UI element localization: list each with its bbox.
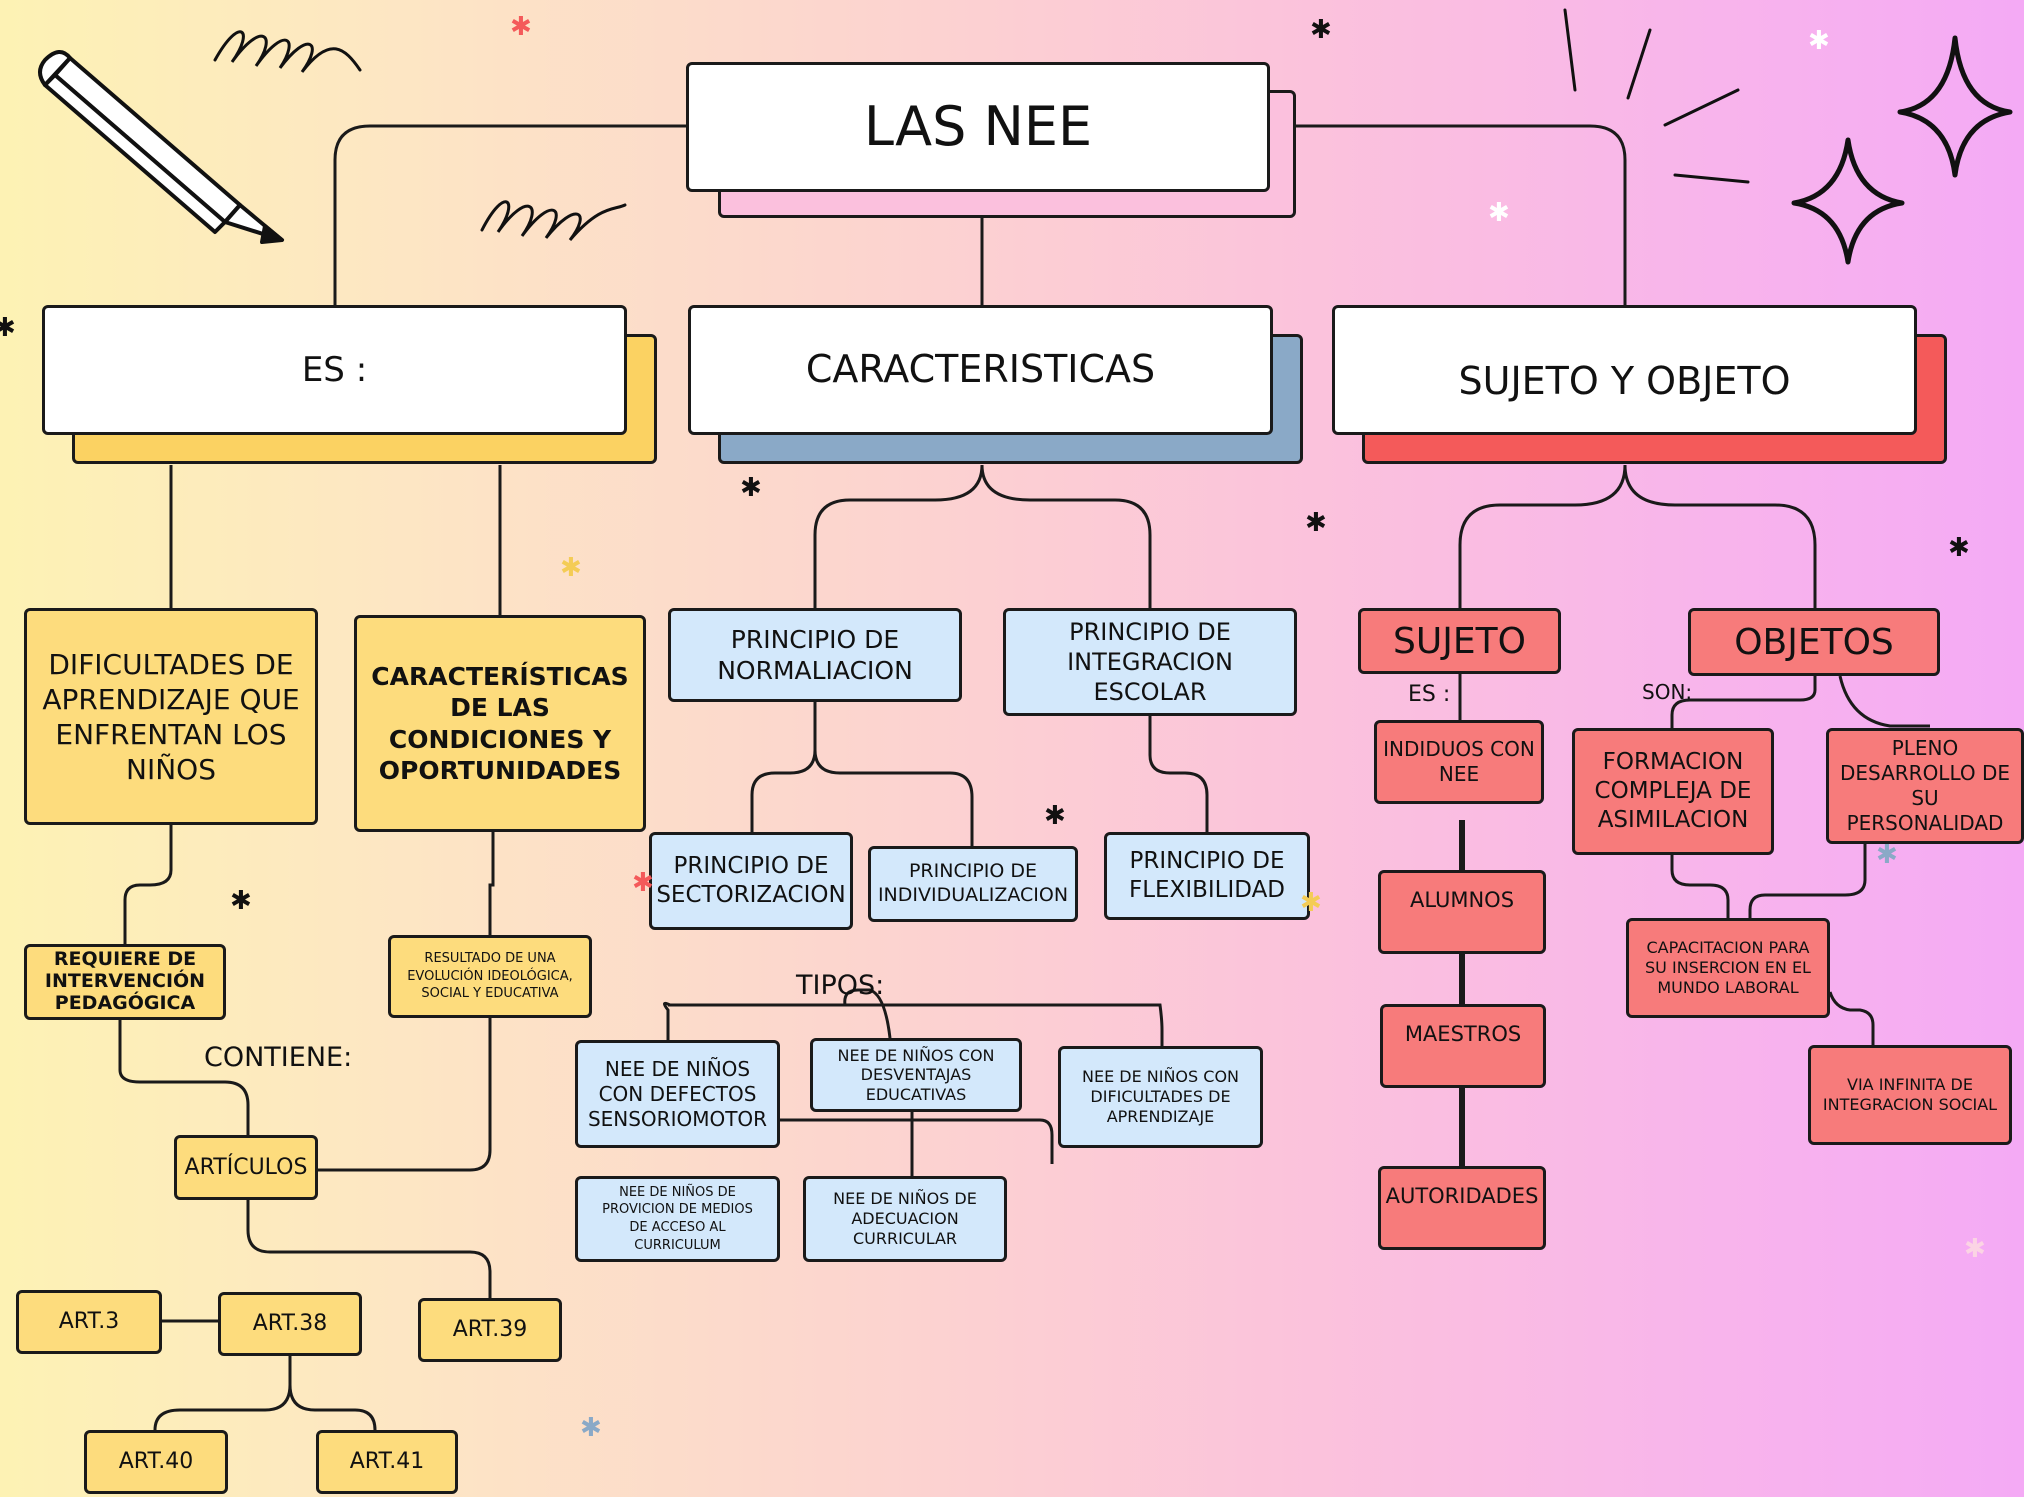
autoridades-text: AUTORIDADES	[1385, 1183, 1539, 1208]
star-icon: ✱	[1305, 508, 1327, 538]
star-icon: ✱	[560, 553, 582, 583]
star-icon: ✱	[740, 473, 762, 503]
caracteristicas-box: CARACTERISTICAS	[688, 305, 1273, 435]
es-label: ES :	[301, 349, 368, 390]
art3-box: ART.3	[16, 1290, 162, 1354]
star-icon: ✱	[1876, 840, 1898, 870]
defectos-text: NEE DE NIÑOS CON DEFECTOS SENSORIOMOTOR	[587, 1056, 768, 1131]
integracion-text: PRINCIPIO DE INTEGRACION ESCOLAR	[1067, 618, 1233, 706]
condiciones-text: CARACTERÍSTICAS DE LAS CONDICIONES Y OPO…	[371, 662, 629, 785]
star-icon: ✱	[1808, 26, 1830, 56]
integracion-box: PRINCIPIO DE INTEGRACION ESCOLAR	[1003, 608, 1297, 716]
pleno-box: PLENO DESARROLLO DE SU PERSONALIDAD	[1826, 728, 2024, 844]
art41-box: ART.41	[316, 1430, 458, 1494]
star-icon: ✱	[230, 886, 252, 916]
star-icon: ✱	[1310, 15, 1332, 45]
star-icon: ✱	[510, 12, 532, 42]
flexibilidad-text: PRINCIPIO DE FLEXIBILIDAD	[1128, 848, 1286, 903]
formacion-text: FORMACION COMPLEJA DE ASIMILACION	[1594, 749, 1752, 833]
dificultades-text: DIFICULTADES DE APRENDIZAJE QUE ENFRENTA…	[42, 647, 300, 786]
art40-box: ART.40	[84, 1430, 228, 1494]
flexibilidad-box: PRINCIPIO DE FLEXIBILIDAD	[1104, 832, 1310, 920]
art38-box: ART.38	[218, 1292, 362, 1356]
star-icon: ✱	[1964, 1234, 1986, 1264]
pencil-illustration	[38, 50, 284, 244]
sujeto-box: SUJETO	[1358, 608, 1561, 674]
individualizacion-text: PRINCIPIO DE INDIVIDUALIZACION	[877, 860, 1069, 906]
articulos-box: ARTÍCULOS	[174, 1135, 318, 1200]
normalizacion-box: PRINCIPIO DE NORMALIACION	[668, 608, 962, 702]
provicion-text: NEE DE NIÑOS DE PROVICION DE MEDIOS DE A…	[602, 1184, 753, 1253]
defectos-box: NEE DE NIÑOS CON DEFECTOS SENSORIOMOTOR	[575, 1040, 780, 1148]
art40-text: ART.40	[118, 1449, 194, 1475]
adecuacion-text: NEE DE NIÑOS DE ADECUACION CURRICULAR	[833, 1189, 977, 1248]
tipos-label: TIPOS:	[796, 970, 885, 1001]
condiciones-box: CARACTERÍSTICAS DE LAS CONDICIONES Y OPO…	[354, 615, 646, 832]
pleno-text: PLENO DESARROLLO DE SU PERSONALIDAD	[1839, 736, 2011, 835]
art3-text: ART.3	[58, 1309, 120, 1335]
sectorizacion-text: PRINCIPIO DE SECTORIZACION	[656, 853, 846, 908]
alumnos-box: ALUMNOS	[1378, 870, 1546, 954]
maestros-text: MAESTROS	[1404, 1021, 1522, 1046]
art39-box: ART.39	[418, 1298, 562, 1362]
title-box: LAS NEE	[686, 62, 1270, 192]
star-icon: ✱	[1948, 533, 1970, 563]
dificultades-aprendizaje-box: NEE DE NIÑOS CON DIFICULTADES DE APRENDI…	[1058, 1046, 1263, 1148]
autoridades-box: AUTORIDADES	[1378, 1166, 1546, 1250]
individuos-text: INDIDUOS CON NEE	[1383, 737, 1535, 786]
star-icon: ✱	[0, 313, 16, 343]
intervencion-text: REQUIERE DE INTERVENCIÓN PEDAGÓGICA	[44, 948, 206, 1014]
objetos-box: OBJETOS	[1688, 608, 1940, 676]
dificultades-box: DIFICULTADES DE APRENDIZAJE QUE ENFRENTA…	[24, 608, 318, 825]
resultado-box: RESULTADO DE UNA EVOLUCIÓN IDEOLÓGICA, S…	[388, 935, 592, 1018]
es-box: ES :	[42, 305, 627, 435]
articulos-text: ARTÍCULOS	[184, 1154, 308, 1180]
dificultades-aprendizaje-text: NEE DE NIÑOS CON DIFICULTADES DE APRENDI…	[1081, 1067, 1239, 1126]
contiene-label: CONTIENE:	[204, 1042, 353, 1073]
alumnos-text: ALUMNOS	[1409, 887, 1515, 912]
adecuacion-box: NEE DE NIÑOS DE ADECUACION CURRICULAR	[803, 1176, 1007, 1262]
sectorizacion-box: PRINCIPIO DE SECTORIZACION	[649, 832, 853, 930]
normalizacion-text: PRINCIPIO DE NORMALIACION	[717, 624, 913, 685]
son-label: SON:	[1642, 680, 1693, 704]
individuos-box: INDIDUOS CON NEE	[1374, 720, 1544, 804]
art41-text: ART.41	[349, 1449, 425, 1475]
art38-text: ART.38	[252, 1311, 328, 1337]
objetos-text: OBJETOS	[1734, 621, 1894, 663]
via-text: VIA INFINITA DE INTEGRACION SOCIAL	[1822, 1075, 1998, 1114]
title-text: LAS NEE	[863, 95, 1093, 159]
intervencion-box: REQUIERE DE INTERVENCIÓN PEDAGÓGICA	[24, 944, 226, 1020]
sujeto-text: SUJETO	[1393, 620, 1526, 662]
es-sujeto-label: ES :	[1408, 682, 1451, 707]
individualizacion-box: PRINCIPIO DE INDIVIDUALIZACION	[868, 846, 1078, 922]
caracteristicas-label: CARACTERISTICAS	[805, 347, 1156, 392]
provicion-box: NEE DE NIÑOS DE PROVICION DE MEDIOS DE A…	[575, 1176, 780, 1262]
star-icon: ✱	[632, 868, 654, 898]
star-icon: ✱	[1044, 801, 1066, 831]
star-icon: ✱	[1488, 198, 1510, 228]
desventajas-box: NEE DE NIÑOS CON DESVENTAJAS EDUCATIVAS	[810, 1038, 1022, 1112]
star-icon: ✱	[1300, 888, 1322, 918]
via-box: VIA INFINITA DE INTEGRACION SOCIAL	[1808, 1045, 2012, 1145]
star-icon: ✱	[580, 1413, 602, 1443]
desventajas-text: NEE DE NIÑOS CON DESVENTAJAS EDUCATIVAS	[837, 1046, 995, 1104]
formacion-box: FORMACION COMPLEJA DE ASIMILACION	[1572, 728, 1774, 855]
capacitacion-box: CAPACITACION PARA SU INSERCION EN EL MUN…	[1626, 918, 1830, 1018]
sujeto-objeto-label: SUJETO Y OBJETO	[1458, 359, 1791, 404]
maestros-box: MAESTROS	[1380, 1004, 1546, 1088]
art39-text: ART.39	[452, 1317, 528, 1343]
capacitacion-text: CAPACITACION PARA SU INSERCION EN EL MUN…	[1645, 938, 1811, 997]
sujeto-objeto-box: SUJETO Y OBJETO	[1332, 305, 1917, 435]
resultado-text: RESULTADO DE UNA EVOLUCIÓN IDEOLÓGICA, S…	[407, 951, 573, 1002]
